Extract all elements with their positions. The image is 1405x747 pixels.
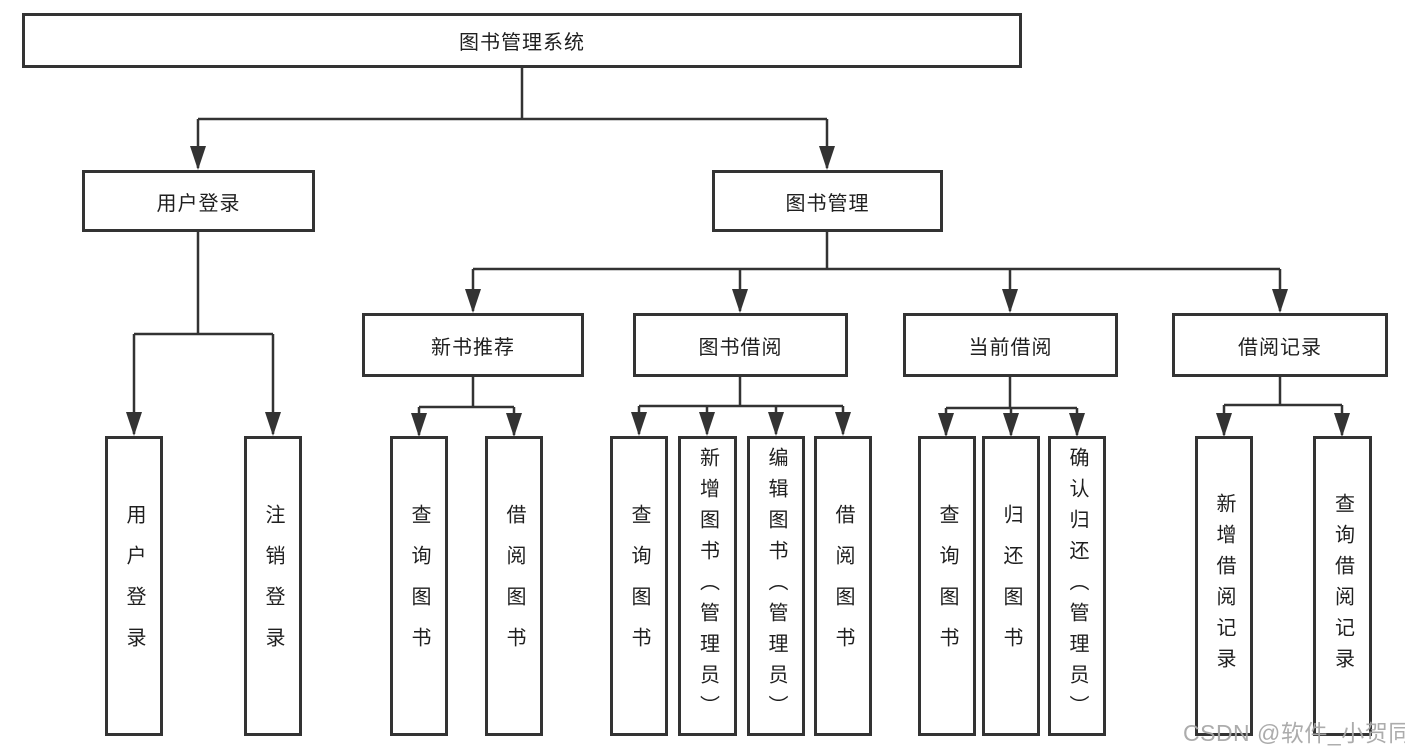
- leaf-query-books-recommend-label: 查询图书: [408, 504, 430, 668]
- csdn-watermark: CSDN @软件_小贺同学: [1183, 720, 1405, 746]
- leaf-confirm-return-admin: 确认归还（管理员）: [1048, 436, 1106, 736]
- leaf-query-books-borrow-label: 查询图书: [628, 504, 650, 668]
- node-book-management: 图书管理: [712, 170, 943, 232]
- leaf-query-books-current: 查询图书: [918, 436, 976, 736]
- leaf-query-books-borrow: 查询图书: [610, 436, 668, 736]
- node-borrowing-records: 借阅记录: [1172, 313, 1388, 377]
- leaf-user-login: 用户登录: [105, 436, 163, 736]
- node-current-borrowing: 当前借阅: [903, 313, 1118, 377]
- leaf-add-books-admin-label: 新增图书（管理员）: [696, 446, 719, 726]
- leaf-query-borrow-record: 查询借阅记录: [1313, 436, 1372, 736]
- node-book-management-label: 图书管理: [785, 192, 870, 215]
- node-borrowing-records-label: 借阅记录: [1238, 336, 1322, 359]
- leaf-query-books-current-label: 查询图书: [936, 504, 958, 668]
- node-library-management-system-label: 图书管理系统: [459, 32, 585, 54]
- node-new-book-recommendation: 新书推荐: [362, 313, 584, 377]
- leaf-borrow-books: 借阅图书: [814, 436, 872, 736]
- leaf-edit-books-admin-label: 编辑图书（管理员）: [765, 446, 787, 726]
- leaf-logout: 注销登录: [244, 436, 302, 736]
- node-current-borrowing-label: 当前借阅: [968, 336, 1053, 359]
- leaf-add-borrow-record: 新增借阅记录: [1195, 436, 1253, 736]
- leaf-borrow-books-label: 借阅图书: [832, 504, 854, 668]
- leaf-query-books-recommend: 查询图书: [390, 436, 448, 736]
- leaf-edit-books-admin: 编辑图书（管理员）: [747, 436, 805, 736]
- node-book-borrowing: 图书借阅: [633, 313, 848, 377]
- arrowheads: [126, 146, 1350, 437]
- leaf-return-books: 归还图书: [982, 436, 1040, 736]
- node-new-book-recommendation-label: 新书推荐: [431, 336, 515, 359]
- leaf-logout-label: 注销登录: [262, 504, 284, 668]
- leaf-user-login-label: 用户登录: [123, 504, 145, 668]
- leaf-return-books-label: 归还图书: [1000, 504, 1022, 668]
- leaf-add-borrow-record-label: 新增借阅记录: [1213, 493, 1235, 679]
- node-user-login-label: 用户登录: [156, 192, 241, 215]
- node-book-borrowing-label: 图书借阅: [698, 336, 783, 359]
- leaf-confirm-return-admin-label: 确认归还（管理员）: [1066, 446, 1088, 726]
- node-library-management-system: 图书管理系统: [22, 13, 1022, 68]
- leaf-borrow-books-recommend-label: 借阅图书: [503, 504, 525, 668]
- leaf-add-books-admin: 新增图书（管理员）: [678, 436, 737, 736]
- leaf-query-borrow-record-label: 查询借阅记录: [1331, 493, 1354, 679]
- leaf-borrow-books-recommend: 借阅图书: [485, 436, 543, 736]
- node-user-login: 用户登录: [82, 170, 315, 232]
